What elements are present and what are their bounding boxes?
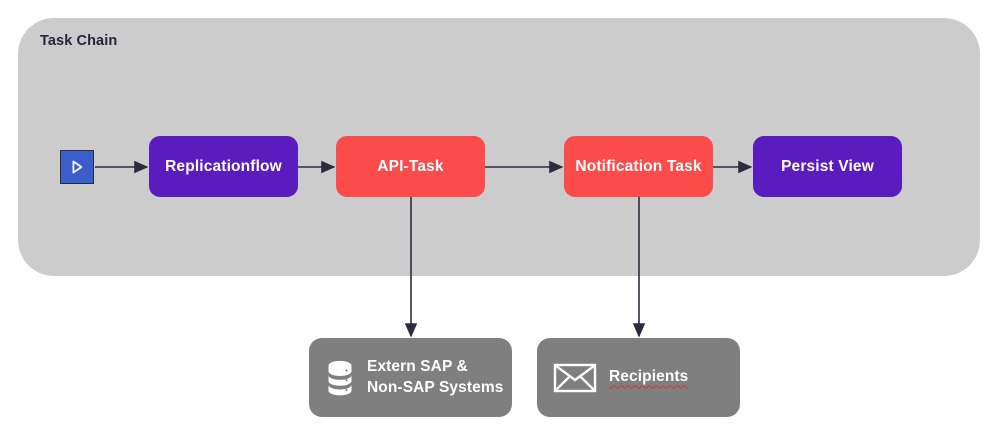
node-replicationflow-label: Replicationflow	[165, 157, 282, 175]
node-persist-view-label: Persist View	[781, 157, 874, 175]
node-api-task-label: API-Task	[377, 157, 444, 175]
target-recipients[interactable]: Recipients	[537, 338, 740, 417]
task-chain-title: Task Chain	[40, 33, 118, 49]
target-external-systems-line1: Extern SAP &	[367, 358, 468, 376]
target-external-systems-label: Extern SAP & Non-SAP Systems	[367, 357, 503, 398]
play-triangle-icon	[68, 158, 86, 176]
node-replicationflow[interactable]: Replicationflow	[149, 136, 298, 197]
target-external-systems[interactable]: Extern SAP & Non-SAP Systems	[309, 338, 512, 417]
envelope-icon	[553, 362, 597, 394]
database-stack-icon	[325, 358, 355, 398]
node-notification-task[interactable]: Notification Task	[564, 136, 713, 197]
target-external-systems-line2: Non-SAP Systems	[367, 378, 504, 396]
node-api-task[interactable]: API-Task	[336, 136, 485, 197]
target-recipients-line1: Recipients	[609, 368, 689, 386]
start-trigger-node[interactable]	[60, 150, 94, 184]
node-persist-view[interactable]: Persist View	[753, 136, 902, 197]
node-notification-task-label: Notification Task	[575, 157, 702, 175]
target-recipients-label: Recipients	[609, 367, 688, 387]
